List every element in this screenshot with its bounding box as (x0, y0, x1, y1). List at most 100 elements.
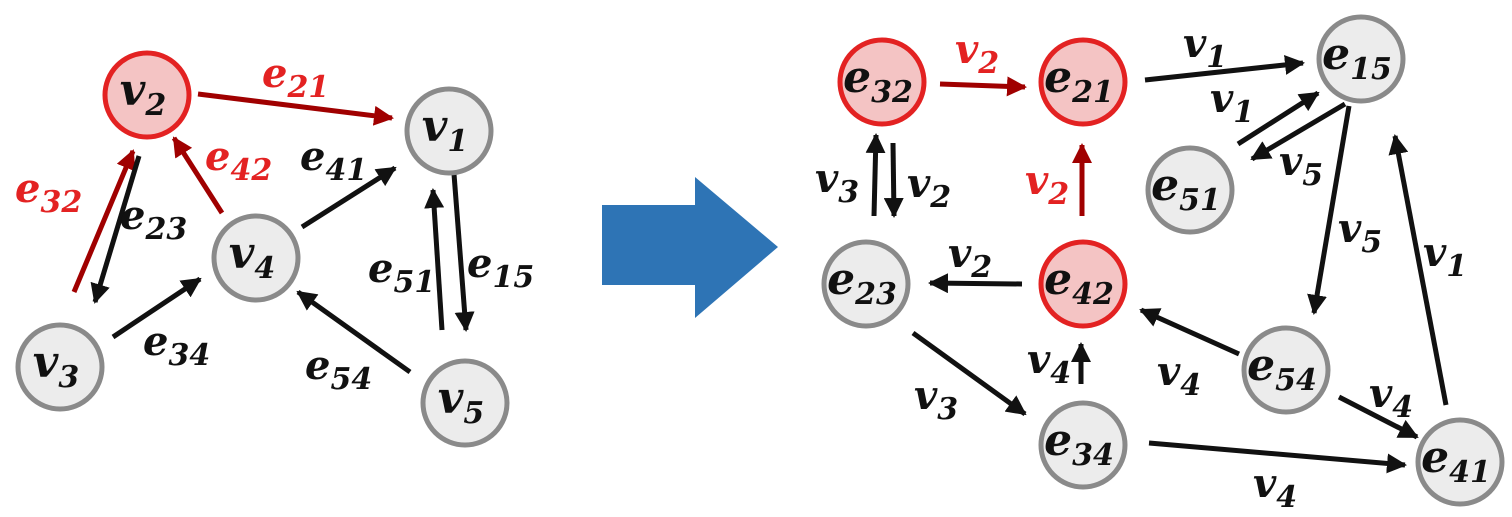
right-node-label-e42-base: e (1044, 254, 1072, 305)
right-node-label-e21-base: e (1044, 52, 1072, 103)
right-edge-label-r13-subscript: 3 (937, 392, 958, 427)
right-edge-label-r11: v4 (1157, 348, 1201, 403)
right-edge-label-r8: v5 (1338, 205, 1382, 260)
left-edge-e42 (171, 136, 225, 215)
right-edge-label-r9-subscript: 1 (1446, 249, 1467, 284)
right-edge-label-r7: v2 (1025, 157, 1069, 212)
left-node-label-v1-subscript: 1 (447, 124, 468, 159)
right-edge-label-r14-base: v (1253, 460, 1277, 507)
left-edge-label-e15-subscript: 15 (492, 260, 534, 295)
right-node-label-e41-subscript: 41 (1449, 455, 1491, 490)
right-node-label-e34-base: e (1044, 415, 1072, 466)
right-edge-r6 (883, 142, 904, 218)
left-edge-label-e34-base: e (143, 318, 168, 365)
left-node-label-v4-base: v (229, 228, 255, 279)
left-edge-label-e54-subscript: 54 (330, 362, 372, 397)
left-edge-label-e41-subscript: 41 (325, 153, 367, 188)
left-edge-e34 (111, 276, 202, 340)
right-edge-label-r1-subscript: 2 (977, 46, 999, 81)
left-edge-e51 (424, 188, 445, 331)
right-node-e21 (1038, 37, 1128, 127)
right-edge-label-r2: v1 (1183, 20, 1227, 75)
right-edge-label-r2-base: v (1183, 20, 1207, 67)
right-edge-label-r13-base: v (914, 372, 938, 419)
left-node-label-v5: v5 (438, 373, 484, 431)
right-node-label-e51-base: e (1151, 160, 1179, 211)
right-edge-label-r8-base: v (1338, 205, 1362, 252)
right-node-label-e54-base: e (1247, 340, 1275, 391)
right-edge-r5 (865, 133, 886, 217)
right-edge-label-r10: v2 (948, 230, 992, 285)
right-edge-label-r5-subscript: 3 (838, 175, 859, 210)
right-edge-label-r15-subscript: 4 (1392, 390, 1413, 425)
right-edge-label-r15-base: v (1369, 370, 1393, 417)
right-edge-label-r6: v2 (907, 160, 951, 215)
right-node-label-e15: e15 (1322, 29, 1392, 87)
right-edge-label-r5-base: v (815, 155, 839, 202)
left-edge-label-e41: e41 (300, 133, 367, 188)
right-node-label-e51-subscript: 51 (1179, 183, 1221, 218)
right-edge-r10 (928, 273, 1023, 294)
right-edge-label-r1-base: v (955, 26, 979, 73)
right-node-label-e42-subscript: 42 (1072, 277, 1114, 312)
right-node-label-e23-base: e (827, 254, 855, 305)
left-node-label-v3-base: v (33, 337, 59, 388)
left-edge-label-e54: e54 (305, 342, 372, 397)
left-node-label-v5-subscript: 5 (463, 396, 484, 431)
left-edge-label-e21-base: e (262, 50, 287, 97)
left-edge-e23 (90, 155, 142, 304)
left-node-v5 (420, 358, 510, 448)
left-edge-e54 (296, 289, 412, 375)
right-edge-r15 (1337, 394, 1419, 440)
right-edge-label-r9-base: v (1423, 229, 1447, 276)
right-node-e42 (1038, 239, 1128, 329)
left-edge-label-e51-subscript: 51 (393, 265, 435, 300)
right-edge-r9 (1388, 134, 1449, 406)
right-edge-r3 (1236, 90, 1320, 147)
right-node-e34 (1038, 400, 1128, 490)
right-edge-r2 (1144, 54, 1305, 83)
right-node-label-e23-subscript: 23 (854, 277, 897, 312)
left-node-label-v1-base: v (422, 101, 448, 152)
right-node-e51 (1145, 145, 1235, 235)
right-node-e32 (837, 37, 927, 127)
right-edge-label-r2-subscript: 1 (1206, 40, 1227, 75)
right-edge-label-r3: v1 (1210, 75, 1254, 130)
left-edge-label-e21: e21 (262, 50, 329, 105)
left-node-label-v3: v3 (33, 337, 79, 395)
left-node-v1 (404, 86, 494, 176)
right-edge-label-r8-subscript: 5 (1361, 225, 1382, 260)
right-edge-label-r12-subscript: 4 (1050, 356, 1071, 391)
left-node-v4 (211, 213, 301, 303)
right-edge-label-r4: v5 (1279, 138, 1323, 193)
right-edge-label-r11-subscript: 4 (1180, 368, 1201, 403)
left-edge-label-e54-base: e (305, 342, 330, 389)
right-edge-label-r7-subscript: 2 (1047, 177, 1069, 212)
right-node-label-e32-subscript: 32 (871, 75, 913, 110)
right-edge-label-r4-base: v (1279, 138, 1303, 185)
right-edge-r14 (1148, 440, 1407, 474)
left-edge-label-e41-base: e (300, 133, 325, 180)
edges-layer (71, 54, 1449, 474)
left-node-label-v2: v2 (120, 65, 166, 123)
right-edge-label-r10-subscript: 2 (970, 250, 992, 285)
right-edge-label-r12: v4 (1027, 336, 1071, 391)
left-node-label-v4-subscript: 4 (254, 251, 275, 286)
left-edge-e41 (300, 165, 397, 230)
right-node-label-e54: e54 (1247, 340, 1317, 398)
right-edge-label-r7-base: v (1025, 157, 1049, 204)
left-edge-e21 (197, 91, 394, 126)
right-node-label-e23: e23 (827, 254, 897, 312)
right-node-label-e32: e32 (843, 52, 913, 110)
right-node-e41 (1415, 417, 1505, 507)
left-node-label-v5-base: v (438, 373, 464, 424)
left-edge-label-e21-subscript: 21 (286, 70, 329, 105)
left-edge-label-e15: e15 (467, 240, 534, 295)
right-edge-label-r13: v3 (914, 372, 958, 427)
right-edge-label-r9: v1 (1423, 229, 1467, 284)
right-edge-label-r14-subscript: 4 (1276, 480, 1297, 515)
transform-arrow-icon (602, 177, 778, 318)
left-node-v2 (102, 50, 192, 140)
